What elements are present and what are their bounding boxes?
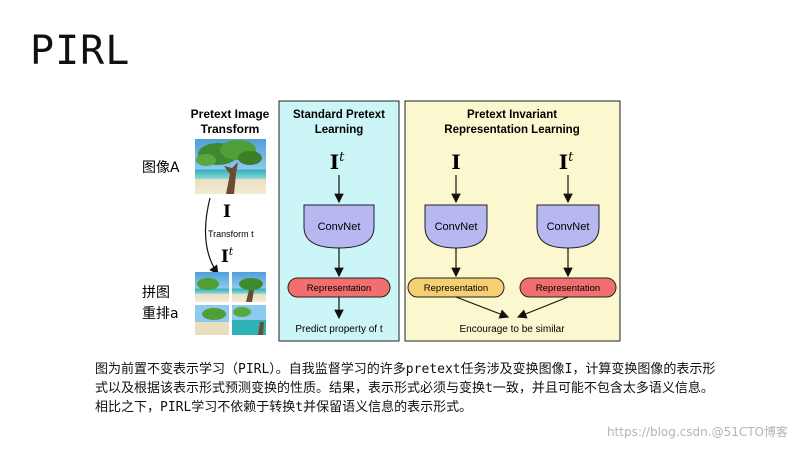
pirl-left-representation-label: Representation: [424, 283, 488, 294]
symbol-i-left: I: [223, 202, 231, 222]
pirl-left-convnet-shape: [424, 204, 488, 249]
image-a-label: 图像A: [142, 160, 180, 176]
pirl-converge-arrow-right: [516, 296, 569, 319]
pirl-right-convnet-label: ConvNet: [547, 221, 590, 233]
pirl-diagram: Pretext Image Transform 图像A I Transform …: [142, 100, 621, 342]
pirl-converge-arrow-left: [455, 296, 510, 319]
pirl-right-convnet-shape: [536, 204, 600, 249]
symbol-it-left: It: [221, 245, 234, 267]
pirl-left-convnet-label: ConvNet: [435, 221, 478, 233]
standard-heading-2: Learning: [315, 124, 364, 136]
jigsaw-label-1: 拼图: [142, 285, 170, 301]
left-heading-2: Transform: [201, 122, 260, 136]
pirl-heading-1: Pretext Invariant: [467, 109, 557, 121]
figure-caption: 图为前置不变表示学习（PIRL）。自我监督学习的许多pretext任务涉及变换图…: [95, 362, 716, 415]
transform-label: Transform t: [208, 229, 254, 239]
transform-arrow: [204, 197, 219, 275]
pirl-figure: Pretext Image Transform 图像A I Transform …: [138, 96, 638, 346]
jigsaw-image-thumbnail: [195, 272, 266, 335]
standard-input-symbol: It: [330, 150, 345, 174]
jigsaw-label-2: 重排a: [142, 306, 179, 322]
pirl-output-label: Encourage to be similar: [459, 324, 565, 335]
image-a-thumbnail: [195, 139, 266, 194]
left-heading-1: Pretext Image: [191, 107, 270, 121]
standard-heading-1: Standard Pretext: [293, 109, 385, 121]
standard-output-label: Predict property of t: [295, 324, 382, 335]
pirl-right-representation-label: Representation: [536, 283, 600, 294]
standard-representation-label: Representation: [307, 283, 371, 294]
watermark: https://blog.csdn.@51CTO博客: [606, 425, 788, 439]
standard-convnet-shape: [303, 204, 375, 249]
pirl-input-right: It: [559, 150, 574, 174]
pirl-input-left: I: [451, 150, 460, 174]
slide-title: PIRL: [30, 28, 131, 74]
standard-convnet-label: ConvNet: [318, 221, 361, 233]
pirl-heading-2: Representation Learning: [444, 124, 579, 136]
